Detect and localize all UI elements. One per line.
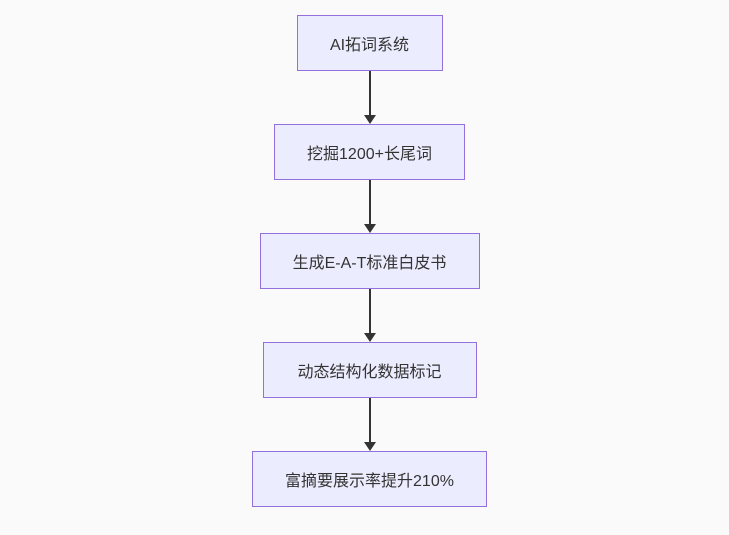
flow-node-label: 富摘要展示率提升210% xyxy=(285,473,454,490)
flow-arrow-a-to-b xyxy=(363,71,376,124)
flow-node-label: 挖掘1200+长尾词 xyxy=(307,146,432,163)
flow-node-eat-whitepaper: 生成E-A-T标准白皮书 xyxy=(259,233,480,289)
arrow-line xyxy=(368,180,371,225)
arrowhead-down-icon xyxy=(363,224,376,233)
flow-node-label: 动态结构化数据标记 xyxy=(297,364,442,381)
flowchart-canvas: AI拓词系统 挖掘1200+长尾词 生成E-A-T标准白皮书 动态结构化数据标记… xyxy=(5,0,729,535)
flow-node-label: AI拓词系统 xyxy=(329,37,410,54)
flow-node-label: 生成E-A-T标准白皮书 xyxy=(292,255,447,272)
flow-arrow-b-to-c xyxy=(363,180,376,233)
flow-arrow-c-to-d xyxy=(363,289,376,342)
arrowhead-down-icon xyxy=(363,442,376,451)
arrowhead-down-icon xyxy=(363,333,376,342)
flow-node-rich-snippet-result: 富摘要展示率提升210% xyxy=(252,451,487,507)
flow-arrow-d-to-e xyxy=(363,398,376,451)
arrowhead-down-icon xyxy=(363,115,376,124)
flow-node-ai-keyword-system: AI拓词系统 xyxy=(296,15,443,71)
flow-node-longtail-mining: 挖掘1200+长尾词 xyxy=(274,124,465,180)
flow-node-structured-data-markup: 动态结构化数据标记 xyxy=(262,342,477,398)
arrow-line xyxy=(368,71,371,116)
arrow-line xyxy=(368,289,371,334)
arrow-line xyxy=(368,398,371,443)
